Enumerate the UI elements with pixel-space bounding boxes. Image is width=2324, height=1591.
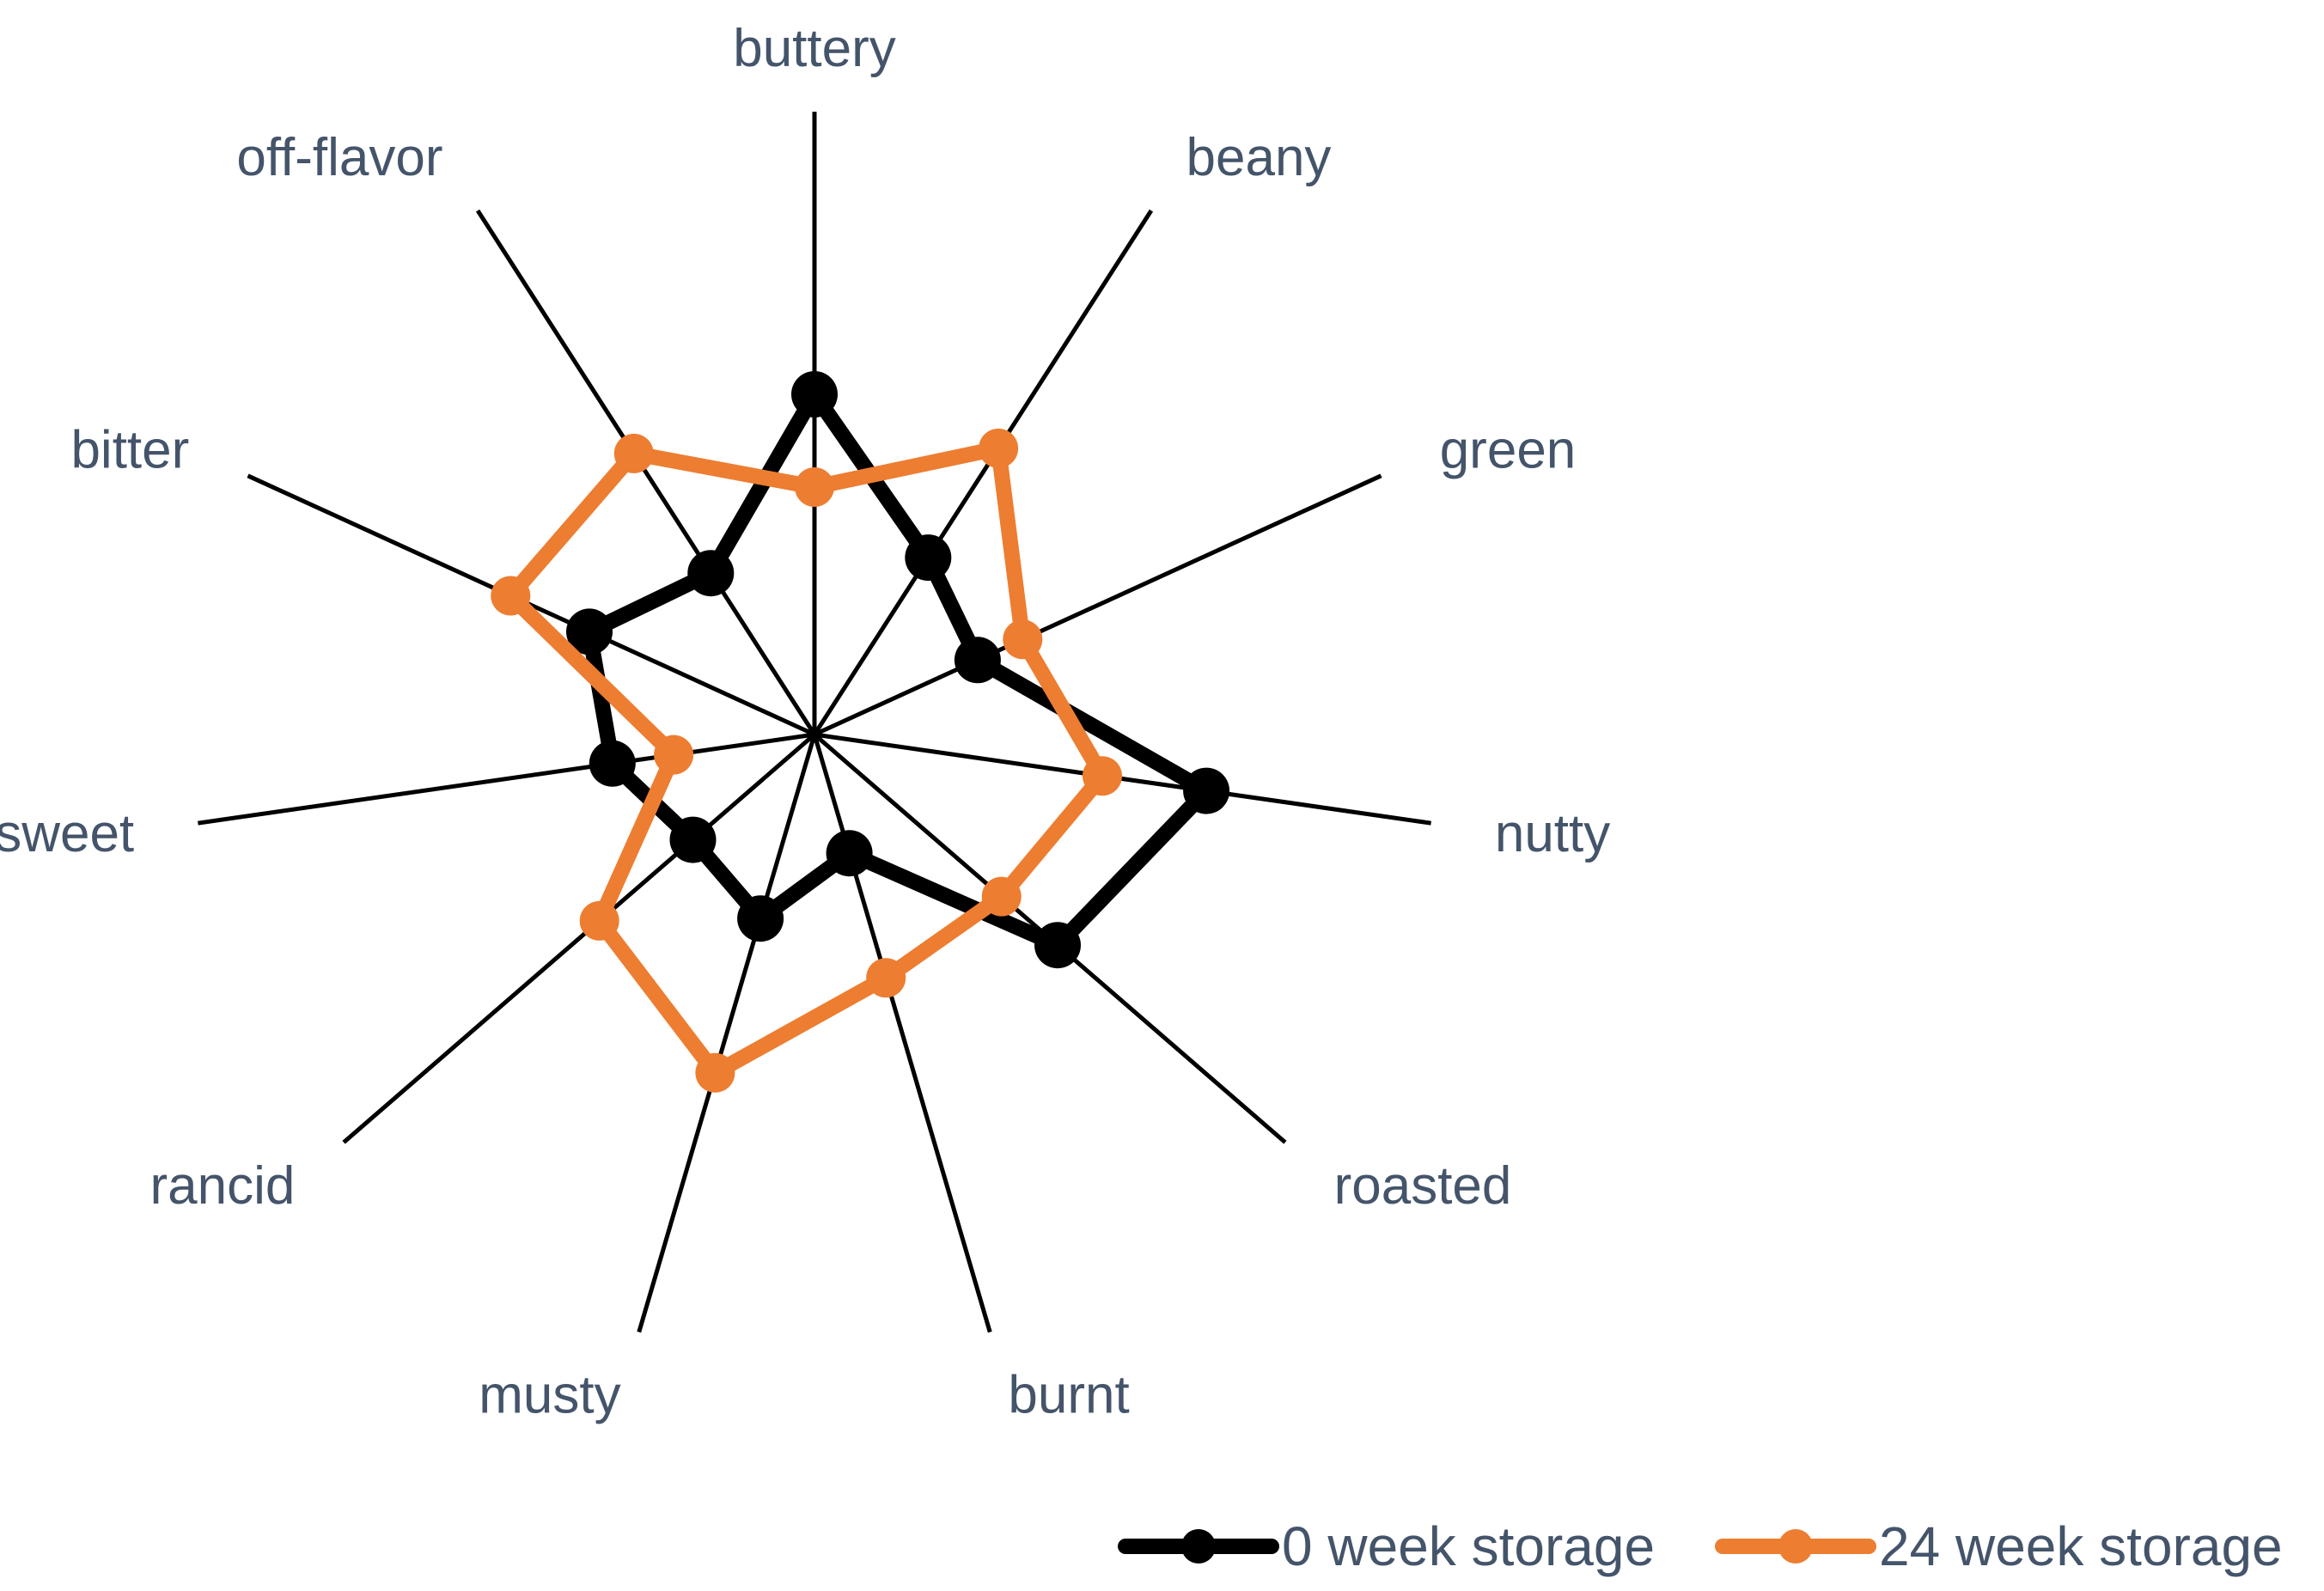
axis-labels: buttery beany green nutty roasted burnt musty r… — [0, 19, 1610, 1425]
point-0-week-storage-buttery — [791, 371, 838, 418]
axis-line-musty — [637, 734, 817, 1333]
point-0-week-storage-sweet — [589, 740, 636, 787]
point-24-week-storage-sweet — [654, 735, 694, 775]
axis-line-sweet — [198, 732, 815, 826]
point-0-week-storage-beany — [905, 534, 952, 582]
axis-line-off-flavor — [475, 209, 817, 736]
series-24-week-storage — [491, 428, 1122, 1093]
point-24-week-storage-roasted — [981, 876, 1022, 917]
legend-label-0-week: 0 week storage — [1282, 1515, 1655, 1577]
axis-label-buttery: buttery — [733, 19, 896, 78]
axis-label-roasted: roasted — [1334, 1156, 1512, 1216]
legend-label-24-week: 24 week storage — [1879, 1515, 2283, 1577]
point-0-week-storage-musty — [737, 895, 784, 942]
point-0-week-storage-nutty — [1183, 767, 1230, 814]
point-24-week-storage-bitter — [491, 576, 531, 616]
series-0-week-storage — [566, 371, 1230, 969]
axis-label-burnt: burnt — [1008, 1366, 1129, 1425]
point-24-week-storage-beany — [979, 428, 1019, 468]
point-0-week-storage-burnt — [826, 830, 873, 877]
axis-lines — [198, 112, 1431, 1333]
axis-label-sweet: sweet — [0, 804, 134, 863]
axis-label-bitter: bitter — [70, 421, 189, 480]
point-0-week-storage-bitter — [566, 608, 613, 655]
point-24-week-storage-off-flavor — [613, 433, 654, 473]
axis-line-nutty — [814, 732, 1431, 826]
point-24-week-storage-rancid — [579, 900, 619, 941]
axis-label-green: green — [1440, 421, 1577, 480]
axis-line-green — [813, 473, 1382, 737]
axis-line-burnt — [812, 734, 992, 1333]
legend-marker-24-week — [1778, 1529, 1813, 1564]
point-0-week-storage-green — [954, 637, 1001, 684]
point-0-week-storage-off-flavor — [687, 550, 735, 597]
axis-label-musty: musty — [479, 1366, 620, 1425]
axis-line-beany — [812, 209, 1154, 736]
series-group — [491, 371, 1230, 1093]
point-24-week-storage-burnt — [866, 958, 906, 998]
point-0-week-storage-rancid — [669, 816, 717, 863]
point-0-week-storage-roasted — [1034, 922, 1081, 969]
legend-marker-0-week — [1181, 1529, 1216, 1564]
point-24-week-storage-buttery — [795, 467, 834, 507]
axis-label-nutty: nutty — [1495, 804, 1610, 863]
point-24-week-storage-musty — [695, 1052, 735, 1093]
series-line-24-week-storage — [503, 440, 1110, 1081]
point-24-week-storage-nutty — [1083, 756, 1122, 796]
axis-label-beany: beany — [1186, 128, 1332, 187]
axis-label-rancid: rancid — [150, 1156, 296, 1216]
axis-label-off-flavor: off-flavor — [236, 128, 442, 187]
legend: 0 week storage 24 week storage — [1118, 1515, 2283, 1577]
axis-line-rancid — [342, 733, 816, 1144]
point-24-week-storage-green — [1003, 619, 1043, 660]
